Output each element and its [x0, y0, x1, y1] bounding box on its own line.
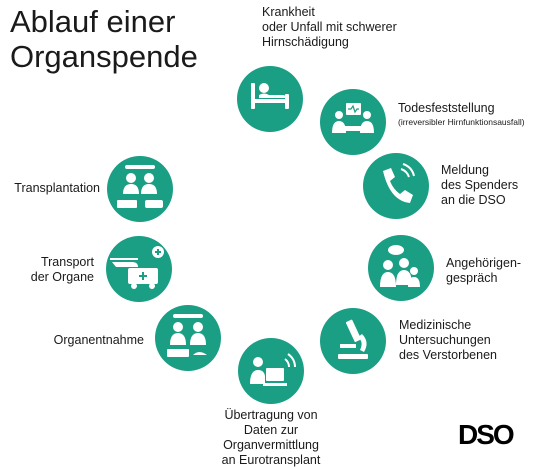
title-line-1: Ablauf einer	[10, 4, 176, 39]
step-organentnahme-circle	[155, 305, 221, 371]
step-untersuchungen-label: Medizinische Untersuchungen des Verstorb…	[399, 318, 497, 362]
step-transport-label: Transport der Organe	[30, 255, 94, 284]
step-todesfeststellung-label: Todesfeststellung (irreversibler Hirnfun…	[398, 101, 525, 127]
surgeons-icon	[167, 314, 207, 357]
step-todesfeststellung-circle	[320, 89, 386, 155]
step-krankheit-label: Krankheit oder Unfall mit schwerer Hirns…	[262, 5, 397, 49]
step-organentnahme-label: Organentnahme	[53, 333, 144, 347]
microscope-icon	[338, 319, 368, 359]
step-angehoerigen-circle	[368, 235, 434, 301]
title-line-2: Organspende	[10, 39, 198, 74]
operating-room-icon	[117, 165, 163, 208]
step-krankheit-circle	[237, 66, 303, 132]
family-talk-icon	[380, 245, 420, 287]
step-transplantation-circle	[107, 156, 173, 222]
step-transplantation-label: Transplantation	[14, 181, 100, 195]
phone-icon	[383, 163, 415, 203]
dso-logo: DSO	[458, 419, 515, 450]
page-title: Ablauf einer Organspende	[10, 4, 198, 74]
step-untersuchungen-circle	[320, 308, 386, 374]
step-uebertragung-circle	[238, 338, 304, 404]
doctors-monitor-icon	[332, 103, 374, 133]
step-angehoerigen-label: Angehörigen- gespräch	[446, 256, 522, 285]
step-meldung-circle	[363, 153, 429, 219]
computer-transmit-icon	[250, 353, 296, 386]
ambulance-helicopter-icon	[110, 246, 164, 289]
step-transport-circle	[106, 236, 172, 302]
step-meldung-label: Meldung des Spenders an die DSO	[441, 163, 519, 207]
patient-bed-icon	[251, 83, 289, 109]
step-uebertragung-label: Übertragung von Daten zur Organvermittlu…	[221, 408, 321, 467]
